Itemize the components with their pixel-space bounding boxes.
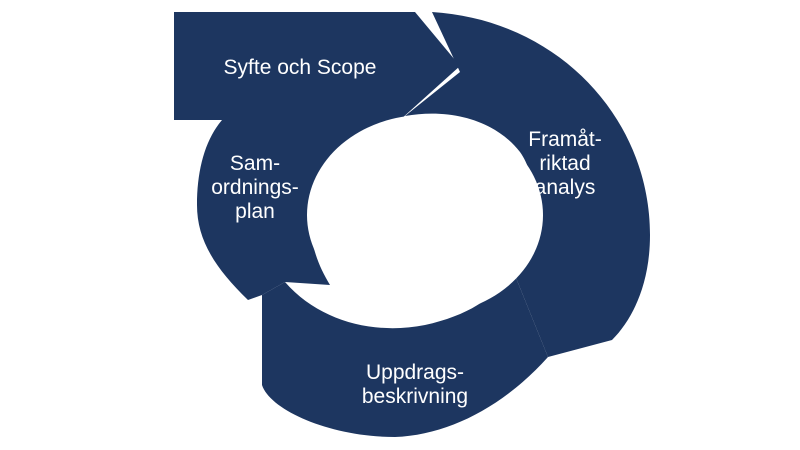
label-framat-riktad-analys: Framåt- riktad analys xyxy=(505,128,625,200)
label-line: riktad xyxy=(539,152,591,175)
label-line: plan xyxy=(235,200,275,223)
label-line: Syfte och Scope xyxy=(223,56,377,79)
label-line: Framåt- xyxy=(528,128,602,151)
label-line: Sam- xyxy=(229,152,281,175)
label-line: Uppdrags- xyxy=(365,361,465,384)
segment-uppdragsbeskrivning xyxy=(262,268,548,437)
center-hole xyxy=(307,115,543,315)
label-line: beskrivning xyxy=(361,385,469,408)
segment-syfte-och-scope xyxy=(174,12,460,120)
label-syfte-och-scope: Syfte och Scope xyxy=(205,56,395,80)
label-line: ordnings- xyxy=(211,176,299,199)
segment-samordningsplan xyxy=(197,120,400,300)
label-samordningsplan: Sam- ordnings- plan xyxy=(180,152,330,224)
label-uppdragsbeskrivning: Uppdrags- beskrivning xyxy=(320,361,510,409)
label-line: analys xyxy=(534,176,596,199)
segment-framat-riktad-analys xyxy=(405,12,650,357)
